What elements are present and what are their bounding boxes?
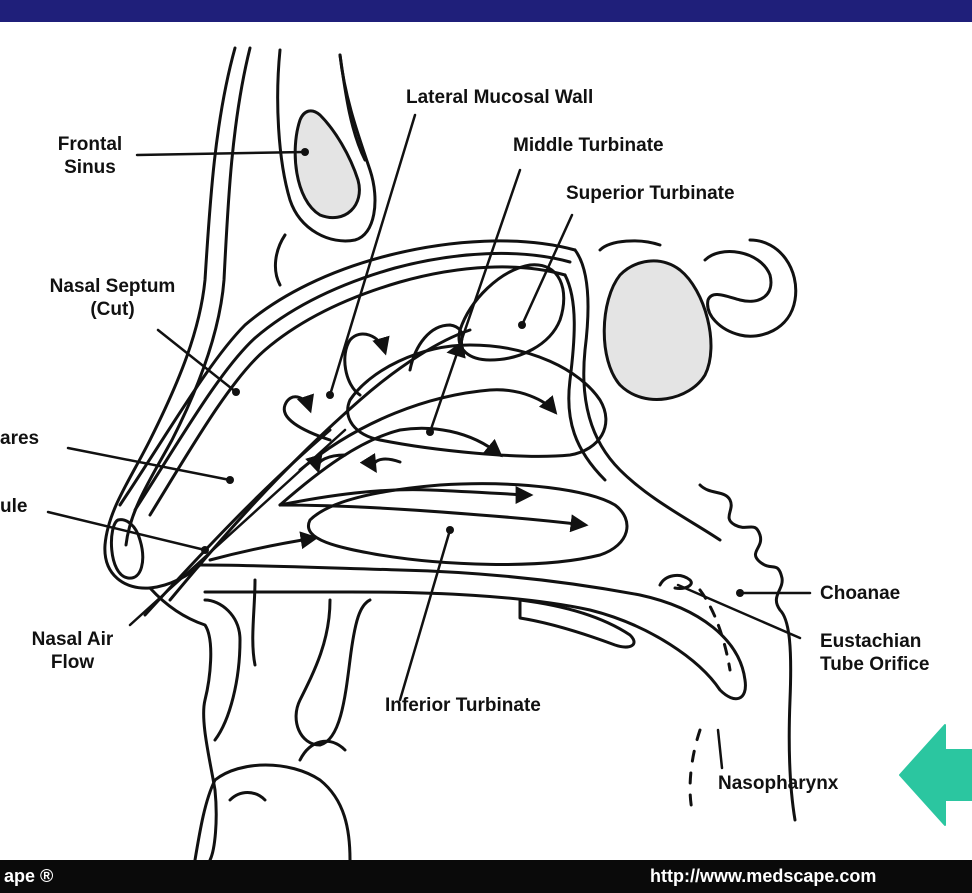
nasal-septum-label-line1: Nasal Septum [20,275,205,298]
nasal-septum-label-line2: (Cut) [20,298,205,321]
vestibule-label: ule [0,495,27,518]
middle-turbinate-label: Middle Turbinate [513,134,664,157]
palate-shape [200,565,745,745]
top-bar [0,0,972,22]
frontal-sinus-label-line1: Frontal [40,133,140,156]
frontal-sinus-label-line2: Sinus [40,156,140,179]
eustachian-orifice [660,575,691,588]
nasal-air-flow-label-line2: Flow [15,651,130,674]
eustachian-label: Eustachian Tube Orifice [820,630,929,676]
nasal-cavity-diagram [0,22,972,860]
eustachian-label-line2: Tube Orifice [820,653,929,676]
eustachian-label-line1: Eustachian [820,630,929,653]
nasopharynx-label: Nasopharynx [718,772,838,795]
nasal-septum-label: Nasal Septum (Cut) [20,275,205,321]
nasal-air-flow-label-line1: Nasal Air [15,628,130,651]
footer-brand: ape ® [4,866,53,887]
choanae-label: Choanae [820,582,900,605]
frontal-sinus-shape [275,50,375,285]
nares-label: ares [0,427,39,450]
sphenoid-sinus-shape [600,240,796,399]
mouth-region [195,741,350,860]
footer-url[interactable]: http://www.medscape.com [650,866,876,887]
nasal-air-flow-label: Nasal Air Flow [15,628,130,674]
lateral-mucosal-wall-label: Lateral Mucosal Wall [406,86,593,109]
frontal-sinus-label: Frontal Sinus [40,133,140,179]
superior-turbinate-label: Superior Turbinate [566,182,735,205]
green-arrow-icon [900,725,972,825]
inferior-turbinate-label: Inferior Turbinate [385,694,541,717]
